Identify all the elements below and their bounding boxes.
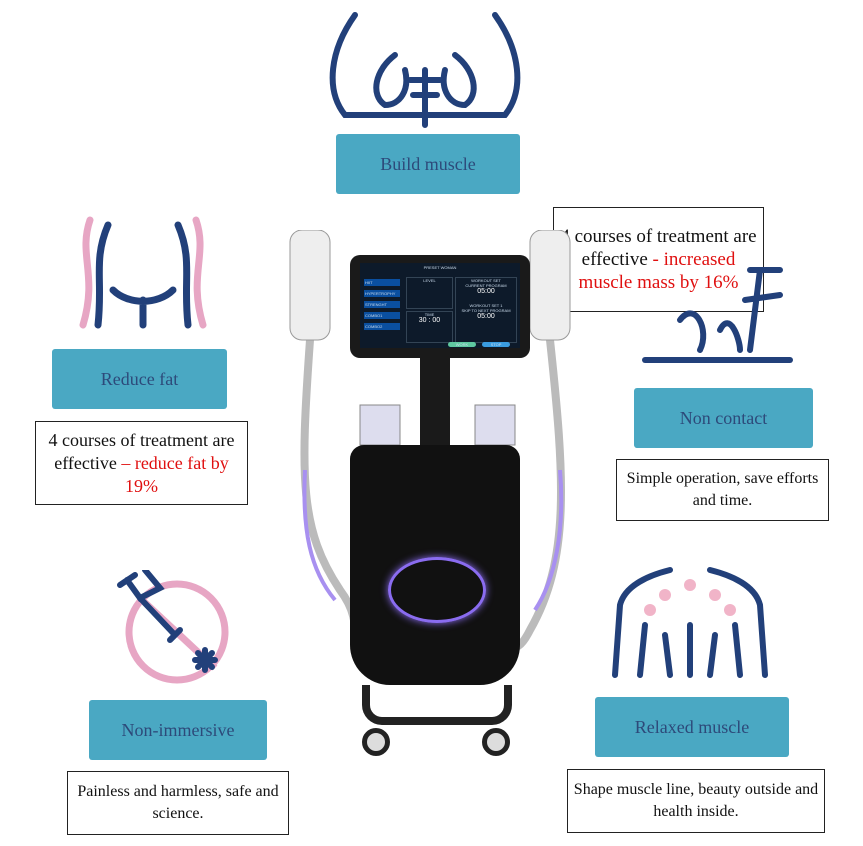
program-menu: HIIT HYPERTROPHY STRENGHT COMBO1 COMBO2 [364, 279, 400, 330]
workout-set-label: WORKOUT SET 1 [469, 303, 503, 308]
machine-base [362, 685, 512, 725]
program-item[interactable]: STRENGHT [364, 301, 400, 308]
relaxed-muscle-note: Shape muscle line, beauty outside and he… [567, 769, 825, 833]
time-value: 30 : 00 [418, 317, 441, 324]
chest-muscle-icon [329, 12, 521, 128]
program-item[interactable]: HIIT [364, 279, 400, 286]
screen-title: PRESET WOMAN [423, 265, 457, 270]
workout-set-label: WORKOUT SET [471, 278, 501, 283]
relaxed-muscle-button: Relaxed muscle [595, 697, 789, 757]
note-text: Painless and harmless, safe and science. [77, 783, 279, 822]
back-muscle-icon [612, 567, 768, 678]
workout-set-time: 05:00 [477, 313, 495, 320]
workout-set-sub: CURRENT PROGRAM [465, 283, 507, 288]
callout-highlight: - increased muscle mass by 16% [578, 249, 739, 293]
time-label: TIME [424, 312, 435, 317]
program-item[interactable]: COMBO1 [364, 312, 400, 319]
build-muscle-button: Build muscle [336, 134, 520, 194]
non-immersive-button: Non-immersive [89, 700, 267, 760]
muscle-arm-icon [642, 267, 793, 363]
work-button[interactable]: WORK [448, 342, 476, 347]
non-contact-button: Non contact [634, 388, 813, 448]
reduce-fat-note: 4 courses of treatment are effective – r… [35, 421, 248, 505]
note-text: Shape muscle line, beauty outside and he… [573, 781, 819, 820]
callout-text: 4 courses of treatment are effective [560, 226, 757, 270]
waist-icon [79, 216, 207, 329]
note-highlight: – reduce fat by 19% [121, 452, 229, 496]
light-ring [388, 557, 486, 623]
wheel [482, 728, 510, 756]
non-immersive-note: Painless and harmless, safe and science. [67, 771, 289, 835]
program-item[interactable]: COMBO2 [364, 323, 400, 330]
touchscreen: PRESET WOMAN HIIT HYPERTROPHY STRENGHT C… [350, 255, 530, 358]
reduce-fat-button: Reduce fat [52, 349, 227, 409]
non-contact-note: Simple operation, save efforts and time. [616, 459, 829, 521]
note-text: 4 courses of treatment are effective [48, 429, 235, 473]
no-needle-icon [117, 570, 229, 684]
stop-button[interactable]: STOP [482, 342, 510, 347]
muscle-mass-callout: 4 courses of treatment are effective - i… [553, 207, 764, 312]
workout-set-time: 05:00 [477, 288, 495, 295]
program-item[interactable]: HYPERTROPHY [364, 290, 400, 297]
workout-set-sub: SKIP TO NEXT PROGRAM [461, 308, 511, 313]
wheel [362, 728, 390, 756]
machine-neck [420, 355, 450, 445]
note-text: Simple operation, save efforts and time. [626, 470, 819, 509]
level-label: LEVEL [423, 278, 436, 283]
